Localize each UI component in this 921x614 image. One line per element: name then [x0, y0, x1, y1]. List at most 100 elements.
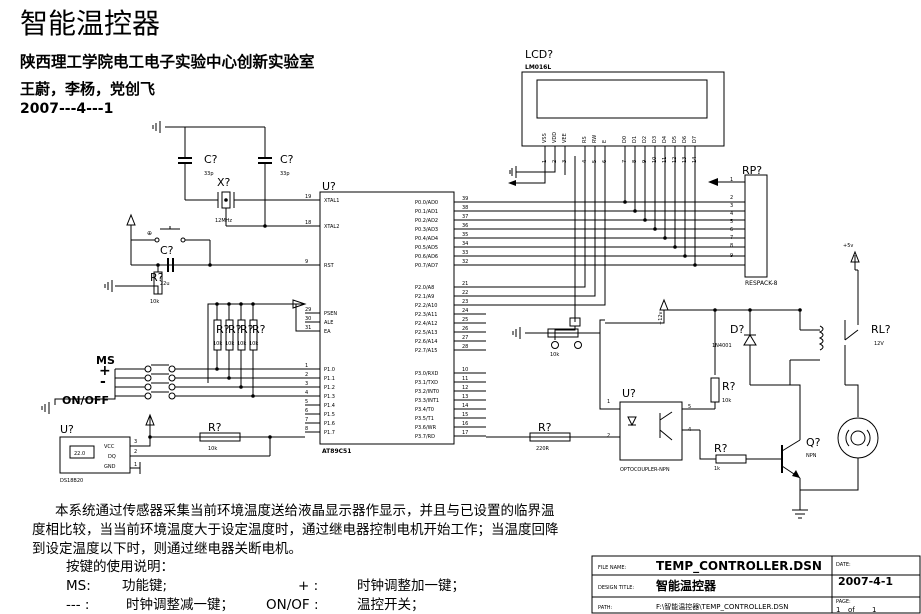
lcd-pin-name: D1	[632, 136, 638, 143]
tb-page-label: PAGE:	[836, 599, 851, 605]
tb-path-label: PATH:	[598, 605, 613, 611]
schematic-title: 智能温控器	[20, 7, 160, 40]
mcu-right-pin-number: 24	[462, 308, 468, 314]
date-label: 2007---4---1	[20, 101, 113, 117]
tr-res-ref: R?	[714, 442, 728, 455]
mcu-right-pin-number: 38	[462, 205, 468, 211]
p0-junction	[643, 218, 647, 222]
tb-file-label: FILE NAME:	[598, 565, 627, 571]
relay-ref: RL?	[871, 323, 891, 336]
lcd-pin-name: D4	[662, 136, 668, 143]
sensor-ref: U?	[60, 423, 74, 436]
port0-bus	[486, 156, 745, 267]
lcd-pin-name: D3	[652, 136, 658, 143]
desc-ms-key: MS:	[66, 578, 91, 594]
pullup-junction	[215, 302, 219, 306]
mcu-left-pin-name: P1.2	[324, 385, 335, 391]
tb-date-value: 2007-4-1	[838, 575, 893, 588]
mcu-right-pin-name: P3.2/INT0	[415, 389, 439, 395]
sensor-num-3: 3	[134, 439, 137, 445]
key-junction	[251, 394, 255, 398]
mcu-left-pin-name: ALE	[324, 320, 333, 326]
key-contact	[144, 365, 152, 373]
rst-res-ref: R?	[150, 271, 164, 284]
desc-plus-key: + :	[298, 578, 318, 594]
mcu-left-pin-number: 8	[305, 426, 308, 432]
respack-pin-number: 8	[730, 243, 733, 249]
mcu-right-pin-name: P0.5/AD5	[415, 245, 438, 251]
mcu-left-pin-name: P1.4	[324, 403, 335, 409]
oscillator-section: C? 33p C? 33p X? 12MHz	[152, 121, 305, 228]
p0-junction	[673, 245, 677, 249]
reset-section: ⊕ C? 22u R? 10k	[104, 213, 305, 305]
tb-file-value: TEMP_CONTROLLER.DSN	[656, 559, 822, 574]
mcu-right-pin-number: 37	[462, 214, 468, 220]
mcu-left-pin-number: 7	[305, 417, 308, 423]
authors-label: 王蔚，李杨，党创飞	[20, 80, 155, 98]
mcu-right-pin-name: P3.1/TXD	[415, 380, 438, 386]
mcu-left-pin-number: 1	[305, 363, 308, 369]
sensor-pin-gnd: GND	[104, 464, 116, 470]
respack-pin-number: 1	[730, 177, 733, 183]
mcu-left-pin-name: PSEN	[324, 311, 337, 317]
mcu-left-pin-number: 5	[305, 399, 308, 405]
tb-page-of: of	[848, 606, 855, 614]
mcu-right-pin-number: 27	[462, 335, 468, 341]
mcu-right-pin-number: 26	[462, 326, 468, 332]
rst-cap-val: 22u	[160, 281, 170, 287]
tr-res-val: 1k	[714, 466, 720, 472]
key-contact	[144, 374, 152, 382]
supply-5v: +5v	[843, 243, 853, 249]
mcu-right-pin-name: P2.4/A12	[415, 321, 437, 327]
ds-res-ref: R?	[208, 421, 222, 434]
respack-pin-number: 5	[730, 219, 733, 225]
pot-val: 10k	[550, 352, 559, 358]
npn-transistor: R? 1k Q? NPN	[714, 384, 821, 519]
mcu-right-pin-number: 32	[462, 259, 468, 265]
mcu-right-pin-name: P2.1/A9	[415, 294, 434, 300]
mcu-right-pin-number: 22	[462, 290, 468, 296]
respack-pin-number: 3	[730, 203, 733, 209]
key-contact	[168, 392, 176, 400]
mcu-at89c51: U? AT89C51 19XTAL118XTAL29RST29PSEN30ALE…	[305, 180, 486, 455]
mcu-right-pin-name: P0.0/AD0	[415, 200, 438, 206]
key-contact	[144, 383, 152, 391]
keys-section: MS + - ON/OFF	[41, 350, 305, 414]
opto-part: OPTOCOUPLER-NPN	[620, 467, 670, 473]
mcu-right-pin-number: 34	[462, 241, 468, 247]
mcu-right-pin-number: 12	[462, 385, 468, 391]
mcu-left-pin-number: 2	[305, 372, 308, 378]
relay-val: 12V	[874, 341, 884, 347]
mcu-right-pin-number: 13	[462, 394, 468, 400]
ea-pullup	[207, 299, 307, 383]
mcu-right-pin-number: 15	[462, 412, 468, 418]
mcu-left-pin-name: P1.6	[324, 421, 335, 427]
lcd-ref: LCD?	[525, 48, 553, 61]
sensor-pin-vcc: VCC	[104, 444, 115, 450]
lcd-pin-name: VSS	[542, 133, 548, 143]
tb-page-value: 1	[836, 606, 840, 614]
desc-onoff-func: 温控开关；	[357, 597, 425, 613]
mcu-right-pin-name: P0.4/AD4	[415, 236, 438, 242]
lcd-pin-name: D0	[622, 136, 628, 143]
lcd-power-wiring	[508, 156, 576, 322]
sensor-num-1: 1	[134, 462, 137, 468]
pullup-ref: R?	[252, 323, 266, 336]
mcu-right-pin-number: 10	[462, 367, 468, 373]
transistor-part: NPN	[806, 453, 817, 459]
mcu-left-pin-number: 19	[305, 194, 311, 200]
desc-onoff-key: ON/OF :	[266, 597, 319, 613]
opto-pin-1: 1	[607, 399, 610, 405]
ds-res-val: 10k	[208, 446, 217, 452]
p0-junction	[633, 209, 637, 213]
mcu-right-pin-number: 39	[462, 196, 468, 202]
pullup-val: 10k	[213, 341, 222, 347]
mcu-left-pin-number: 31	[305, 325, 311, 331]
title-block: FILE NAME: TEMP_CONTROLLER.DSN DATE: 200…	[591, 555, 921, 614]
mcu-right-pin-number: 25	[462, 317, 468, 323]
mcu-left-pin-number: 30	[305, 316, 311, 322]
crystal-ref: X?	[217, 176, 231, 189]
opto-res-val: 220R	[536, 446, 550, 452]
desc-line-3: 到设定温度以下时，则通过继电器关断电机。	[32, 541, 302, 557]
